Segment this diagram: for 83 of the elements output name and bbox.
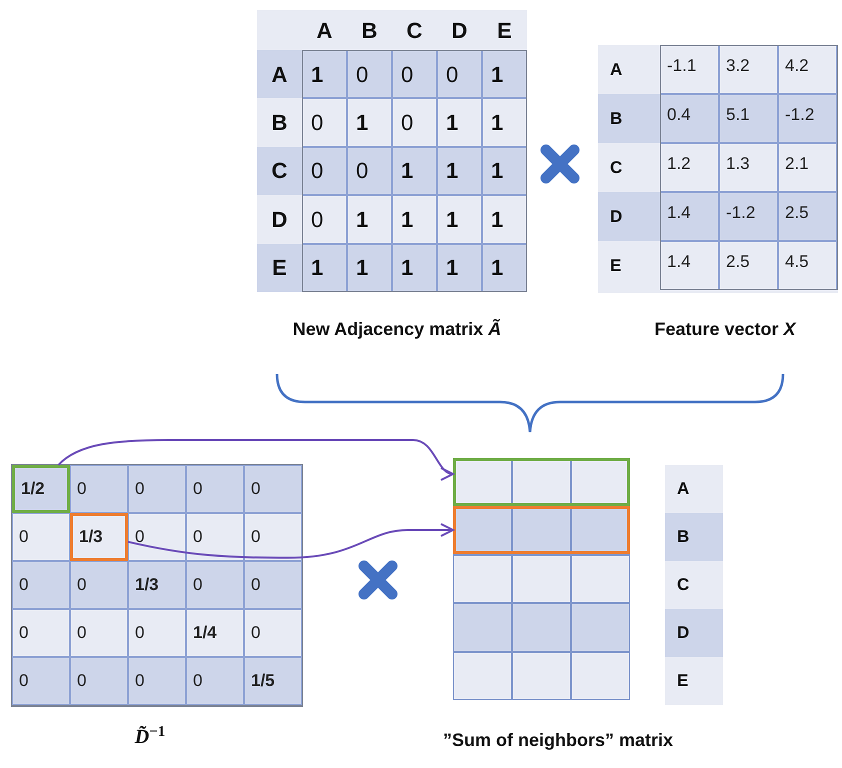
table-cell: 0 <box>12 657 70 705</box>
arrow <box>128 523 454 559</box>
table-cell: 1/4 <box>186 609 244 657</box>
matrix-caption: Feature vector X <box>653 318 798 341</box>
table-cell: 0 <box>347 146 392 196</box>
table-cell: 1 <box>302 50 347 98</box>
table-cell: 0 <box>302 195 347 244</box>
table-cell: 0 <box>12 513 70 561</box>
table-cell: 1 <box>347 244 392 292</box>
table-cell: 1 <box>437 195 482 244</box>
table-cell: 0 <box>244 561 302 609</box>
table-cell: 0 <box>70 561 128 609</box>
row-header: D <box>665 609 723 657</box>
table-cell: 0 <box>244 609 302 657</box>
highlighted-row <box>453 458 630 506</box>
matrix-caption: ”Sum of neighbors” matrix <box>442 729 674 752</box>
table-cell: 2.5 <box>719 241 778 290</box>
table-cell: 0 <box>302 146 347 196</box>
table-cell: 0 <box>12 561 70 609</box>
table-cell: 1.2 <box>660 143 719 192</box>
table-cell: 0 <box>302 98 347 147</box>
table-cell: 0 <box>70 465 128 513</box>
table-cell: 0 <box>70 609 128 657</box>
table-cell: 1 <box>347 98 392 147</box>
row-header: B <box>598 94 660 143</box>
row-header: A <box>257 50 302 98</box>
table-cell: 1 <box>482 50 527 98</box>
row-header: E <box>257 244 302 292</box>
table-cell: 3.2 <box>719 45 778 94</box>
table-cell: 4.2 <box>778 45 837 94</box>
table-cell: -1.2 <box>778 94 837 143</box>
table-cell: 1 <box>302 244 347 292</box>
table-cell: 2.1 <box>778 143 837 192</box>
row-header: E <box>665 657 723 705</box>
table-cell: -1.1 <box>660 45 719 94</box>
highlighted-cell: 1/3 <box>70 513 128 561</box>
table-cell: 1/5 <box>244 657 302 705</box>
table-cell: 1 <box>437 146 482 196</box>
table-cell: 1 <box>437 244 482 292</box>
table-cell: 0 <box>12 609 70 657</box>
table-cell: 1.3 <box>719 143 778 192</box>
table-cell: 1 <box>482 244 527 292</box>
table-cell: 0 <box>70 657 128 705</box>
table-cell: 1 <box>482 146 527 196</box>
table-cell: -1.2 <box>719 192 778 241</box>
table-cell: 0 <box>128 513 186 561</box>
table-cell: 0 <box>244 513 302 561</box>
table-cell: 1 <box>392 146 437 196</box>
table-cell: 1 <box>437 98 482 147</box>
table-cell: 0 <box>392 98 437 147</box>
table-cell: 5.1 <box>719 94 778 143</box>
table-cell: 1/3 <box>128 561 186 609</box>
row-header: A <box>665 465 723 513</box>
table-cell: 2.5 <box>778 192 837 241</box>
row-header: D <box>598 192 660 241</box>
matrix-caption: New Adjacency matrix Ã <box>292 318 502 341</box>
matrix-caption: D̃$^{−1}$ <box>134 722 166 750</box>
table-cell: 4.5 <box>778 241 837 290</box>
table-cell: 0 <box>128 657 186 705</box>
highlighted-row <box>453 506 630 554</box>
table-cell: 0 <box>186 657 244 705</box>
table-cell: 0 <box>437 50 482 98</box>
table-cell: 0 <box>244 465 302 513</box>
table-cell: 0 <box>128 465 186 513</box>
table-cell: 0 <box>186 561 244 609</box>
table-cell: 0 <box>347 50 392 98</box>
row-header: C <box>257 146 302 196</box>
table-cell: 0 <box>186 465 244 513</box>
table-cell: 0 <box>186 513 244 561</box>
table-cell: 1.4 <box>660 241 719 290</box>
row-header: B <box>665 513 723 561</box>
table-cell: 1 <box>482 98 527 147</box>
table-cell: 0 <box>128 609 186 657</box>
table-cell: 1 <box>392 195 437 244</box>
table-cell: 1 <box>347 195 392 244</box>
table-cell: 1 <box>482 195 527 244</box>
table-cell: 0 <box>392 50 437 98</box>
highlighted-cell: 1/2 <box>12 465 70 513</box>
table-cell: 1 <box>392 244 437 292</box>
table-cell: 1.4 <box>660 192 719 241</box>
table-cell: 0.4 <box>660 94 719 143</box>
arrow <box>58 439 454 479</box>
row-header: C <box>665 561 723 609</box>
